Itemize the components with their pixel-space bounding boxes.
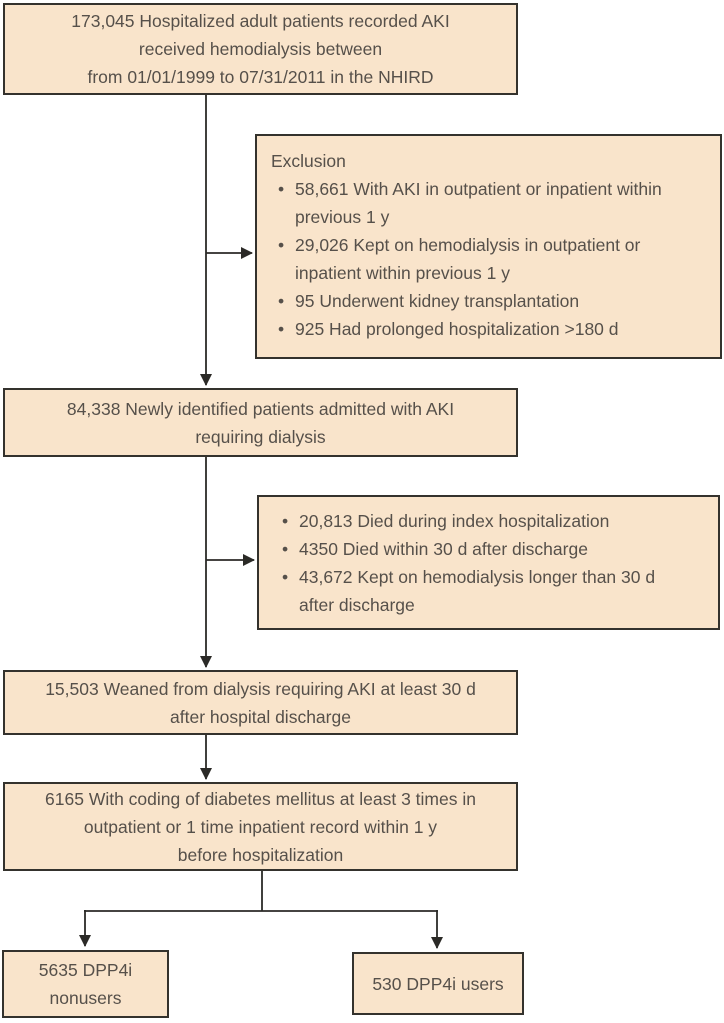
- exclusion-item: 925 Had prolonged hospitalization >180 d: [271, 315, 710, 343]
- exclusion-item: 29,026 Kept on hemodialysis in outpatien…: [271, 231, 710, 287]
- exclusion-item: 43,672 Kept on hemodialysis longer than …: [275, 563, 710, 619]
- box-exclusion-2: 20,813 Died during index hospitalization…: [257, 495, 720, 630]
- box-weaned-from-dialysis: 15,503 Weaned from dialysis requiring AK…: [3, 670, 518, 735]
- box-dpp4i-users: 530 DPP4i users: [352, 952, 524, 1015]
- box-diabetes-coding: 6165 With coding of diabetes mellitus at…: [3, 782, 518, 871]
- box-dpp4i-nonusers: 5635 DPP4i nonusers: [2, 950, 169, 1018]
- exclusion-item: 20,813 Died during index hospitalization: [275, 507, 710, 535]
- box-exclusion-1: Exclusion 58,661 With AKI in outpatient …: [255, 134, 722, 359]
- box-newly-identified: 84,338 Newly identified patients admitte…: [3, 388, 518, 457]
- exclusion-2-list: 20,813 Died during index hospitalization…: [275, 507, 710, 619]
- exclusion-title: Exclusion: [271, 151, 346, 171]
- exclusion-item: 4350 Died within 30 d after discharge: [275, 535, 710, 563]
- exclusion-item: 95 Underwent kidney transplantation: [271, 287, 710, 315]
- exclusion-item: 58,661 With AKI in outpatient or inpatie…: [271, 175, 710, 231]
- exclusion-1-list: 58,661 With AKI in outpatient or inpatie…: [271, 175, 710, 343]
- box-initial-cohort: 173,045 Hospitalized adult patients reco…: [3, 3, 518, 95]
